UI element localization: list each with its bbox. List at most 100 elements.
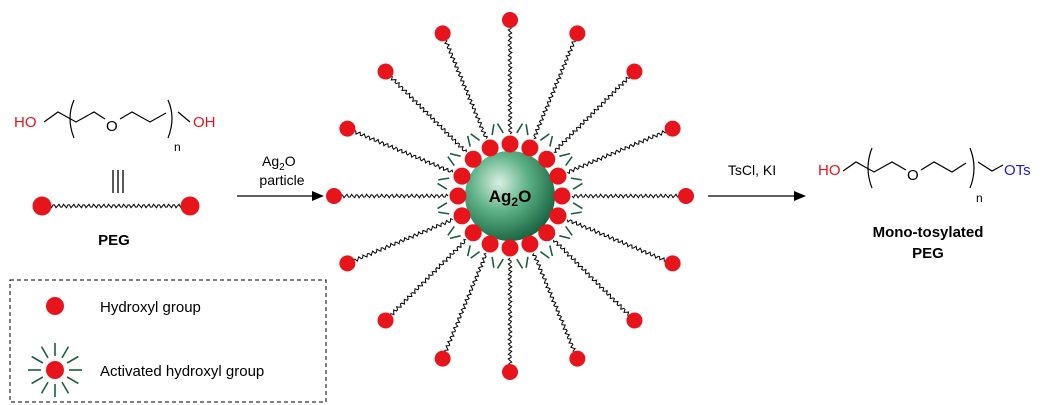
arrow1-head [312,191,324,201]
peg-chain [350,129,454,173]
product-bracket-left [867,147,873,189]
activated-hydroxyl-dot [481,235,499,253]
peg-wavy-chain [49,203,182,209]
activation-ray [470,251,481,259]
activation-ray [61,346,70,359]
product-ho-label: HO [818,162,841,179]
peg-bond-end [177,111,191,123]
activation-ray [437,202,448,210]
peg-bracket-right [167,99,173,139]
product-repeat-n: n [976,191,983,205]
equivalence-symbol [112,170,124,193]
activation-ray [31,355,44,364]
hydroxyl-dot [626,312,643,329]
legend-activated-hydroxyl-icon [28,343,82,397]
product-ots-label: OTs [1004,162,1031,179]
activation-ray [447,225,455,236]
product-structure: HO O n OTs Mono-tosylated PEG [818,147,1031,262]
activation-ray [570,177,582,181]
activated-hydroxyl-dot [521,235,539,253]
activation-ray [466,245,471,257]
peg-chain [442,36,489,139]
reaction-arrow-2: TsCl, KI [708,162,806,201]
peg-chain [533,36,577,140]
hydroxyl-dot [664,255,681,272]
hydroxyl-dot [626,63,643,80]
activated-hydroxyl-dot [538,150,556,168]
peg-hydroxyl-dot-left [32,196,52,216]
activation-ray [525,124,529,136]
activation-ray [539,133,550,141]
legend-box [9,279,327,403]
peg-chain [443,252,487,356]
peg-chain [567,128,670,175]
peg-label: PEG [98,232,130,249]
arrow1-reagent-formula: Ag2O [262,153,296,173]
hydroxyl-dot [569,350,586,367]
hydroxyl-dot [377,312,394,329]
activated-hydroxyl-dot [549,207,567,225]
peg-chain [571,193,683,199]
hydroxyl-dot [339,255,356,272]
activation-ray [491,256,495,268]
product-label-line2: PEG [912,245,944,262]
activated-hydroxyl-dot [501,135,519,153]
ag2o-particle-assembly: Ag2O [326,12,694,380]
peg-chain [507,23,513,135]
peg-bond-left [43,111,106,123]
arrow2-reagent: TsCl, KI [728,162,776,178]
activation-ray [516,123,524,134]
peg-chain [507,257,513,369]
product-label-line1: Mono-tosylated [873,224,984,241]
reaction-arrow-1: Ag2O particle [237,153,324,201]
activation-ray [437,182,448,190]
activated-hydroxyl-dot [449,187,467,205]
ag2o-label: Ag2O [489,187,532,209]
product-bracket-right [969,147,975,189]
peg-chain [387,74,467,153]
activation-ray [572,202,583,210]
activation-ray [438,177,450,181]
activated-hydroxyl-dot [549,167,567,185]
peg-ho-label: HO [14,114,37,131]
peg-hydroxyl-dot-right [180,196,200,216]
hydroxyl-dot [569,25,586,42]
activation-ray [496,123,504,134]
activation-ray [549,135,554,147]
legend-item-activated: Activated hydroxyl group [100,363,264,380]
ag2o-sphere [465,151,555,241]
activation-ray [66,376,79,385]
activation-ray [40,381,49,394]
peg-structure: HO O OH n PEG [14,99,216,249]
peg-oxygen-label: O [106,118,118,135]
peg-chain [388,239,467,319]
arrow1-reagent-particle: particle [259,172,304,188]
activation-ray [491,124,495,136]
peg-chain [553,73,632,153]
activation-ray [466,135,471,147]
activation-ray [438,211,450,215]
peg-repeat-n: n [174,140,181,154]
hydroxyl-dot [502,12,518,28]
legend-activated-dot [46,361,64,379]
activated-hydroxyl-dot [481,139,499,157]
activated-hydroxyl-dot [553,187,571,205]
activated-hydroxyl-dot [453,167,471,185]
activation-ray [565,225,573,236]
activated-hydroxyl-dot [501,239,519,257]
product-bond-right [920,161,967,173]
product-bond-left [842,161,907,173]
legend-item-hydroxyl: Hydroxyl group [100,299,201,316]
peg-chain [350,217,453,264]
activation-ray [447,156,455,167]
legend-hydroxyl-icon [46,297,64,315]
hydroxyl-dot [434,350,451,367]
product-oxygen-label: O [907,167,919,184]
peg-chain [337,193,449,199]
activation-ray [570,211,582,215]
activation-ray [559,235,571,240]
activation-ray [61,381,70,394]
activation-ray [449,152,461,157]
activated-hydroxyl-dot [464,224,482,242]
